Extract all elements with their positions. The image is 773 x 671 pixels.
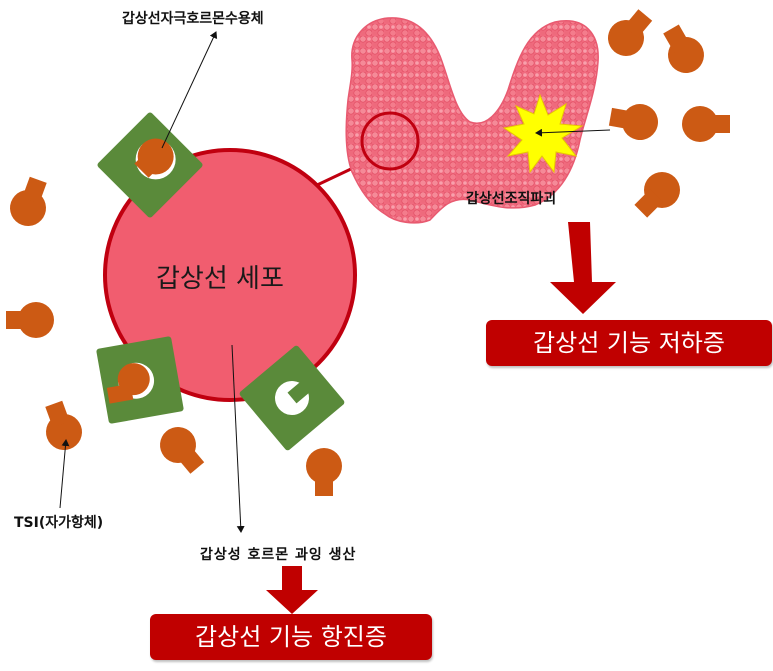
magnifier-circle bbox=[360, 111, 420, 171]
thyroid-gland bbox=[345, 17, 599, 224]
antibody-icon bbox=[4, 173, 56, 232]
pointer-arrow bbox=[231, 344, 245, 533]
antibody-icon bbox=[607, 99, 661, 143]
pointer-arrow bbox=[535, 128, 611, 137]
receptor-icon bbox=[239, 345, 345, 451]
receptor-label: 갑상선자극호르몬수용체 bbox=[122, 11, 264, 27]
antibody-icon bbox=[152, 419, 212, 480]
antibody-icon bbox=[6, 302, 54, 338]
pointer-arrow bbox=[59, 439, 70, 509]
tissue-destruction-label: 갑상선조직파괴 bbox=[466, 191, 557, 207]
hormone-overproduction-label: 갑상성 호르몬 과잉 생산 bbox=[200, 547, 357, 563]
tsi-label: TSI(자가항체) bbox=[14, 515, 104, 531]
result-arrow-left bbox=[266, 566, 318, 614]
result-arrow-right bbox=[550, 222, 616, 314]
receptor-icon bbox=[97, 112, 203, 218]
antibody-icon bbox=[682, 106, 730, 142]
antibody-icon bbox=[306, 448, 342, 496]
antibody-icon bbox=[655, 20, 711, 80]
cell-label: 갑상선 세포 bbox=[156, 264, 284, 294]
explosion-icon bbox=[502, 93, 584, 174]
antibody-icon bbox=[36, 397, 88, 456]
antibody-icon bbox=[600, 3, 660, 64]
receptor-icon bbox=[96, 336, 184, 424]
pointer-arrow bbox=[161, 31, 218, 149]
hypothyroidism-banner: 갑상선 기능 저하증 bbox=[486, 320, 772, 366]
hyperthyroidism-banner: 갑상선 기능 항진증 bbox=[150, 614, 432, 660]
antibody-icon bbox=[628, 164, 688, 224]
